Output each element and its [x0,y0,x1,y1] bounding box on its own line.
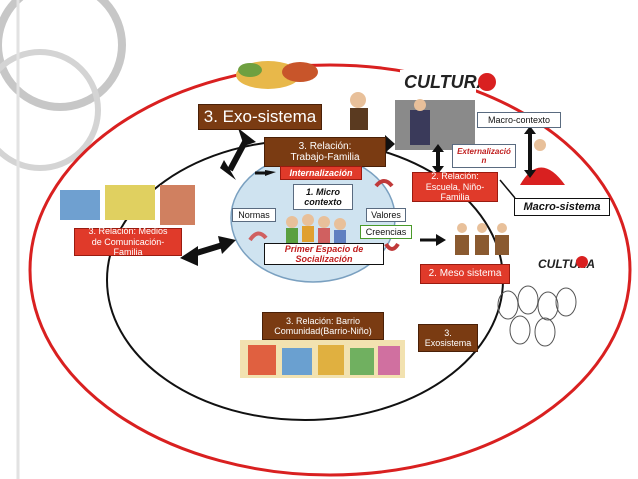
curved-arrow-bottom [384,242,400,251]
relacion-medios-label: 3. Relación: Medios de Comunicación-Fami… [74,226,182,257]
person-illustration [350,92,368,130]
double-arrow-exo [220,128,256,180]
primer-espacio-label: Primer Espacio de Socialización [264,243,384,265]
arrow-internalizacion [265,170,276,176]
cultura-logo-2: CULTURA [538,256,595,271]
curved-arrow-left [248,231,268,242]
outer-macro-ellipse [28,63,632,477]
macro-sistema-label: Macro-sistema [514,198,610,216]
internalizacion-label: Internalización [280,166,362,180]
relacion-escuela-label: 2. Relación: Escuela, Niño-Familia [412,171,498,202]
externalizacion-label: Externalizació n [452,144,516,168]
exo-sistema-title: 3. Exo-sistema [198,104,322,130]
media-illustration [60,185,195,225]
neighborhood-illustration [240,340,405,378]
exosistema-label: 3. Exosistema [418,324,478,352]
worker-illustration [395,99,475,150]
curved-arrow-top [374,179,394,188]
normas-label: Normas [232,208,276,222]
macro-contexto-label: Macro-contexto [477,112,561,128]
valores-label: Valores [366,208,406,222]
faces-illustration [497,285,577,347]
relacion-barrio-label: 3. Relación: Barrio Comunidad(Barrio-Niñ… [262,312,384,340]
family-illustration [286,214,346,244]
meso-sistema-label: 2. Meso sistema [420,264,510,284]
double-arrow-media [180,236,236,266]
micro-contexto-label: 1. Micro contexto [293,184,353,210]
cultura-text-1: CULTURA [404,72,490,92]
cultura-logo-1: CULTURA [400,70,496,96]
creencias-label: Creencias [360,225,412,239]
relacion-trabajo-label: 3. Relación: Trabajo-Familia [264,137,386,167]
culture-food-illustration [236,61,318,89]
school-illustration [455,223,509,255]
